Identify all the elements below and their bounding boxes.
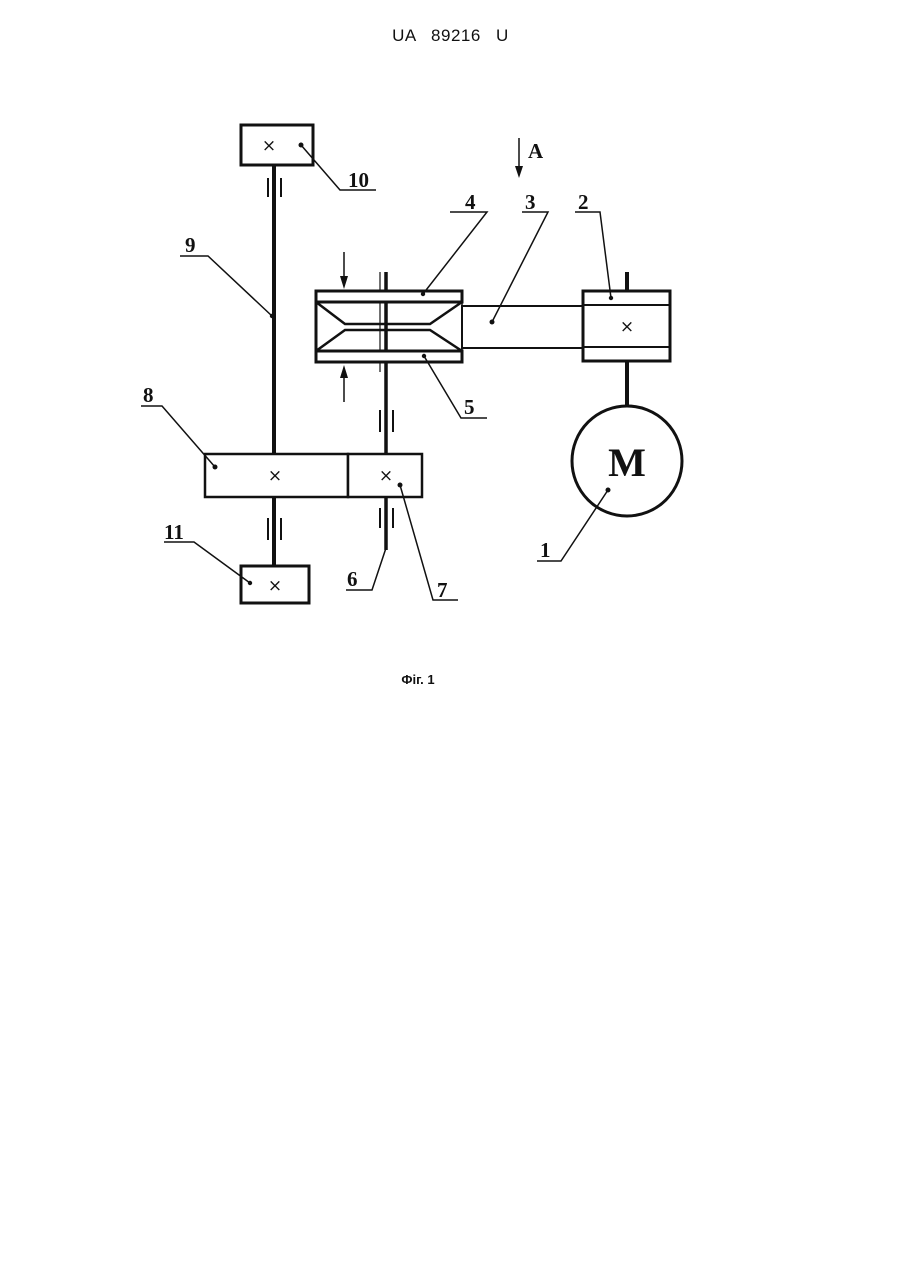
kinematic-diagram: × × × × × M A 10 9 4 3 2 5 8 7 6 11 1 <box>0 0 901 700</box>
belt-3 <box>462 306 584 348</box>
disc-5 <box>316 351 462 362</box>
cross-mark-8: × <box>268 466 282 486</box>
view-arrow-a <box>515 138 523 178</box>
label-3: 3 <box>525 190 536 214</box>
view-label-a: A <box>528 139 544 163</box>
label-11: 11 <box>164 520 184 544</box>
cross-mark-7: × <box>379 466 393 486</box>
variator-pulley <box>316 291 462 362</box>
label-5: 5 <box>464 395 475 419</box>
pressing-arrow-top <box>340 252 348 289</box>
figure-caption: Фіг. 1 <box>0 672 836 687</box>
label-7: 7 <box>437 578 448 602</box>
label-1: 1 <box>540 538 551 562</box>
label-6: 6 <box>347 567 358 591</box>
label-9: 9 <box>185 233 196 257</box>
leader-lines <box>141 145 611 600</box>
cross-mark-10: × <box>262 136 276 156</box>
pulley-cone <box>316 302 462 324</box>
label-4: 4 <box>465 190 476 214</box>
cross-mark-2: × <box>620 317 634 337</box>
pressing-arrow-bottom <box>340 365 348 402</box>
label-8: 8 <box>143 383 154 407</box>
cross-mark-11: × <box>268 576 282 596</box>
pulley-cone-lower <box>316 330 462 351</box>
label-10: 10 <box>348 168 369 192</box>
label-2: 2 <box>578 190 589 214</box>
motor-letter: M <box>608 440 646 485</box>
disc-4 <box>316 291 462 302</box>
